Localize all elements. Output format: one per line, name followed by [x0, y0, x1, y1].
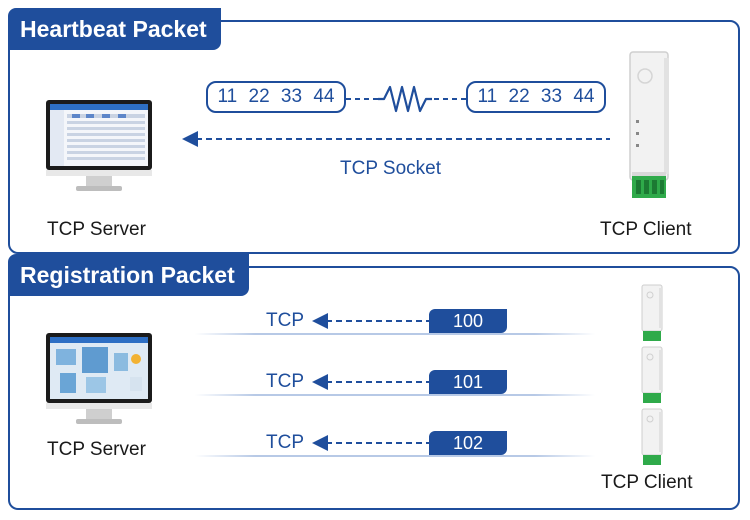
tcp-socket-label: TCP Socket — [340, 158, 442, 179]
registration-server-label: TCP Server — [47, 439, 146, 460]
row-protocol-label: TCP — [266, 371, 304, 392]
row-divider — [195, 394, 595, 396]
arrow-left-icon — [312, 374, 430, 390]
din-rail-device-icon — [629, 51, 669, 198]
monitor-icon — [46, 100, 152, 191]
arrow-left-icon — [312, 313, 430, 329]
monitor-icon — [46, 333, 152, 424]
registration-id-box: 101 — [429, 370, 507, 394]
din-rail-device-icon — [641, 408, 663, 465]
row-divider — [195, 333, 595, 335]
row-protocol-label: TCP — [266, 310, 304, 331]
heartbeat-title: Heartbeat Packet — [8, 8, 221, 50]
packet-box-right: 11 22 33 44 — [466, 81, 606, 113]
heartbeat-server-label: TCP Server — [47, 219, 146, 240]
row-divider — [195, 455, 595, 457]
registration-id-box: 100 — [429, 309, 507, 333]
din-rail-device-icon — [641, 284, 663, 341]
arrow-left-icon — [182, 131, 610, 147]
registration-title: Registration Packet — [8, 254, 249, 296]
din-rail-device-icon — [641, 346, 663, 403]
arrow-left-icon — [312, 435, 430, 451]
heartbeat-client-label: TCP Client — [600, 219, 692, 240]
packet-box-left: 11 22 33 44 — [206, 81, 346, 113]
registration-panel: Registration Packet — [8, 254, 740, 510]
registration-client-label: TCP Client — [601, 472, 693, 493]
spring-icon — [346, 85, 466, 113]
registration-id-box: 102 — [429, 431, 507, 455]
row-protocol-label: TCP — [266, 432, 304, 453]
